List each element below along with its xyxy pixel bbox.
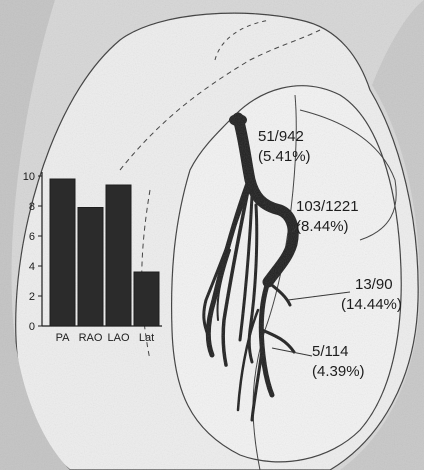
annotation-ratio: 5/114: [312, 343, 348, 360]
x-tick-label: RAO: [79, 332, 103, 344]
y-tick-label: 2: [29, 291, 35, 303]
y-tick-label: 6: [29, 231, 35, 243]
x-tick-label: PA: [56, 332, 71, 344]
annotation-branch: 13/90 (14.44%): [355, 275, 402, 315]
annotation-ratio: 103/1221: [296, 198, 359, 215]
x-tick-label: Lat: [139, 332, 154, 344]
annotation-percent: (14.44%): [341, 295, 402, 315]
bar-lao: [106, 185, 131, 326]
annotation-percent: (8.44%): [296, 217, 359, 237]
y-tick-label: 8: [29, 201, 35, 213]
annotation-lm: 51/942 (5.41%): [258, 127, 311, 167]
y-tick-label: 4: [29, 261, 35, 273]
bar-pa: [50, 179, 75, 326]
annotation-percent: (5.41%): [258, 147, 311, 167]
x-tick-label: LAO: [107, 332, 129, 344]
annotation-ratio: 13/90: [355, 276, 393, 293]
annotation-proximal: 103/1221 (8.44%): [296, 197, 359, 237]
bar-rao: [78, 208, 103, 327]
annotation-ratio: 51/942: [258, 128, 304, 145]
bar-lat: [134, 272, 159, 326]
y-tick-label: 10: [23, 171, 35, 183]
y-tick-label: 0: [29, 321, 35, 333]
annotation-percent: (4.39%): [312, 362, 365, 382]
annotation-distal: 5/114 (4.39%): [312, 342, 365, 382]
